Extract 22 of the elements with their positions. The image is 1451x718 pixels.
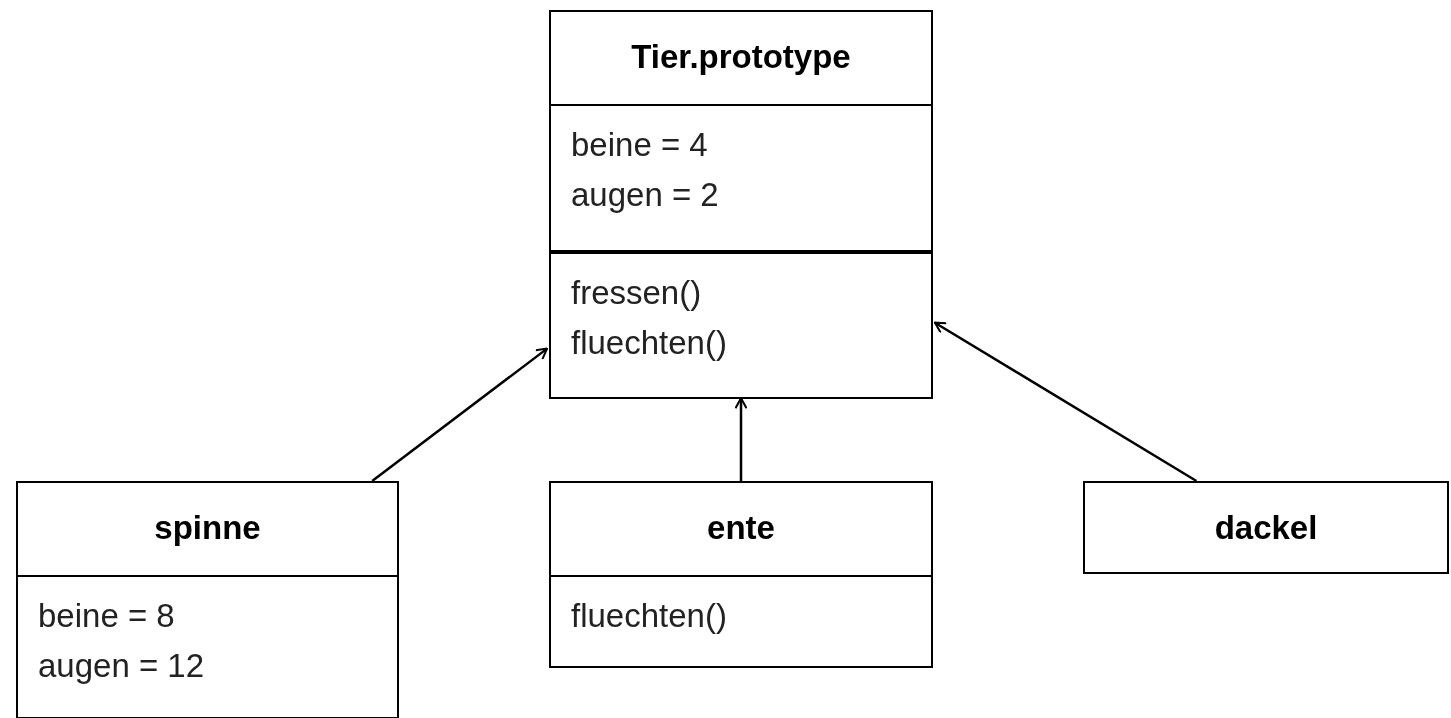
class-member: fressen() <box>571 273 702 313</box>
class-member: augen = 12 <box>38 646 205 686</box>
class-member: beine = 4 <box>571 125 708 165</box>
class-box <box>549 10 933 397</box>
class-compartment <box>549 104 933 252</box>
class-compartment <box>549 575 933 668</box>
class-name: ente <box>706 508 776 549</box>
class-box <box>16 481 399 717</box>
inheritance-arrow <box>734 397 748 481</box>
class-name: spinne <box>153 508 262 549</box>
class-member: fluechten() <box>571 323 727 363</box>
class-compartment <box>16 575 399 718</box>
class-box <box>549 481 933 666</box>
class-name: dackel <box>1213 508 1319 549</box>
class-compartment <box>549 252 933 399</box>
inheritance-arrow <box>933 321 1198 483</box>
class-member: fluechten() <box>571 596 727 636</box>
class-member: beine = 8 <box>38 596 175 636</box>
inheritance-arrow <box>371 347 549 482</box>
class-member: augen = 2 <box>571 175 719 215</box>
class-name: Tier.prototype <box>630 37 852 78</box>
class-box <box>1083 481 1449 574</box>
